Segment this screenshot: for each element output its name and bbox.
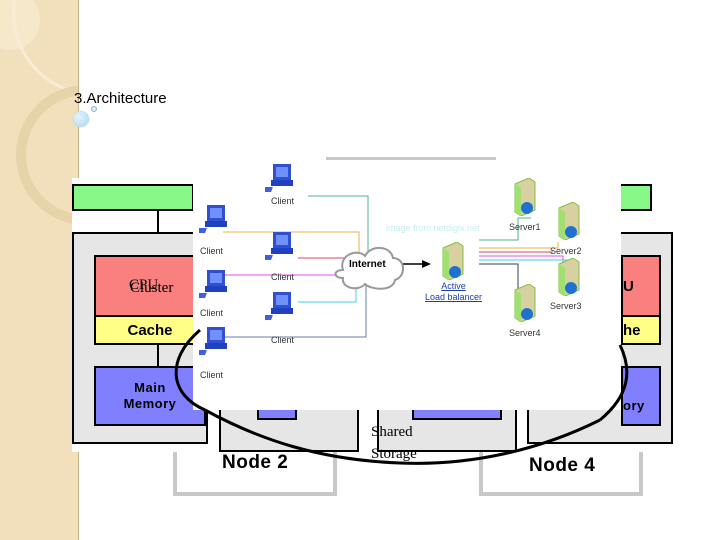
server-label: Server1 bbox=[509, 222, 541, 232]
bullet-dot-icon bbox=[91, 106, 97, 112]
node-4-label: Node 4 bbox=[529, 455, 596, 476]
server-label: Server3 bbox=[550, 301, 582, 311]
memory-box-right: ory bbox=[621, 366, 661, 426]
internet-label: Internet bbox=[349, 259, 386, 270]
load-balancer-diagram: Client Client Client Client Client Clien… bbox=[193, 160, 621, 410]
client-computer-icon bbox=[199, 205, 227, 233]
cache-box-right: he bbox=[621, 315, 661, 345]
load-balancer-server-icon bbox=[442, 242, 464, 280]
client-computer-icon bbox=[199, 327, 227, 355]
cache-memory-connector bbox=[157, 345, 159, 367]
client-label: Client bbox=[271, 335, 295, 345]
cpu-label: CPU bbox=[129, 277, 159, 293]
client-label: Client bbox=[271, 272, 295, 282]
memory-label-line2: Memory bbox=[123, 396, 177, 411]
slide-title: 3.Architecture bbox=[74, 90, 167, 107]
server-icon bbox=[514, 284, 536, 322]
server-icon bbox=[514, 178, 536, 216]
server-label: Server2 bbox=[550, 246, 582, 256]
client-computer-icon bbox=[265, 292, 293, 320]
lb-label-line2: Load balancer bbox=[424, 292, 483, 302]
decorative-ring bbox=[12, 0, 78, 96]
lb-label-line1: Active bbox=[441, 281, 466, 291]
cpu-box-left: CPU Cluster bbox=[94, 255, 206, 317]
client-label: Client bbox=[271, 196, 295, 206]
client-label: Client bbox=[200, 308, 224, 318]
client-computer-icon bbox=[265, 232, 293, 260]
node-2-label-frame bbox=[173, 452, 337, 496]
connection-lines bbox=[223, 195, 574, 338]
line-server2 bbox=[479, 242, 559, 249]
server-icon bbox=[558, 258, 580, 296]
node-2-label: Node 2 bbox=[222, 452, 289, 473]
cpu-box-right: U bbox=[621, 255, 661, 317]
cluster-label: Cluster bbox=[130, 280, 174, 296]
shared-storage-line2: Storage bbox=[371, 446, 417, 462]
cache-box-left: Cache bbox=[94, 315, 206, 345]
interconnect-bus-left bbox=[72, 184, 194, 211]
client-computer-icon bbox=[265, 164, 293, 192]
client-label: Client bbox=[200, 370, 224, 380]
line-server1 bbox=[479, 217, 531, 241]
decorative-ring bbox=[16, 85, 78, 225]
client-label: Client bbox=[200, 246, 224, 256]
arrow-head bbox=[422, 260, 431, 268]
internet-cloud-icon bbox=[334, 247, 404, 290]
client-computer-icon bbox=[199, 270, 227, 298]
line-client-6 bbox=[223, 284, 367, 338]
shared-storage-label: Shared Storage bbox=[371, 421, 417, 465]
memory-label-line1: Main bbox=[134, 380, 166, 395]
line-client-1 bbox=[308, 195, 369, 264]
slide-sidebar-decoration bbox=[0, 0, 79, 540]
server-label: Server4 bbox=[509, 328, 541, 338]
memory-box-left: Main Memory bbox=[94, 366, 206, 426]
server-icon bbox=[558, 202, 580, 240]
node-4-label-frame bbox=[479, 452, 643, 496]
shared-storage-line1: Shared bbox=[371, 424, 413, 440]
bullet-orb-icon bbox=[73, 111, 89, 127]
load-balancer-label: Active Load balancer bbox=[416, 281, 491, 303]
image-watermark: image from netdigix.net bbox=[386, 223, 480, 233]
